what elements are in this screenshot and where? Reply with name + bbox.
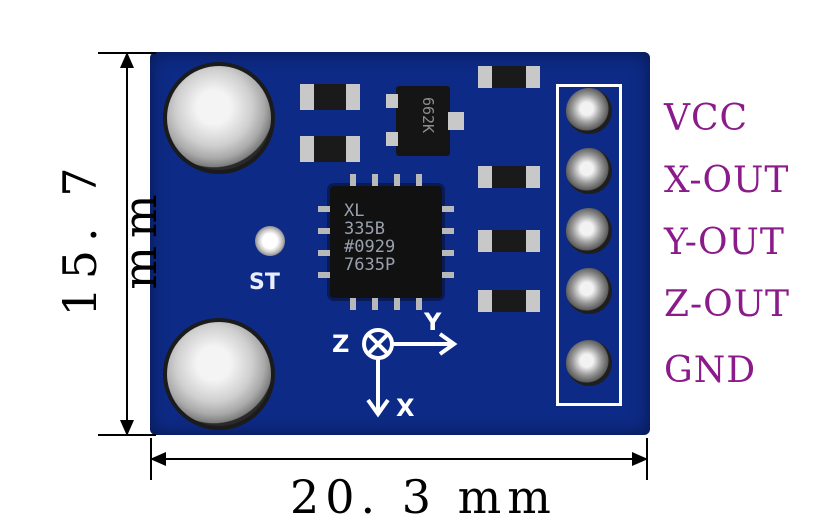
pin-hole-x-out xyxy=(566,148,612,194)
chip-marking-line-3: #0929 xyxy=(344,237,396,257)
x-axis-label: X xyxy=(396,394,415,422)
axis-diagram xyxy=(362,328,458,418)
arrow-up-icon xyxy=(120,52,134,68)
chip-marking-line-4: 7635P xyxy=(344,255,396,275)
arrow-left-icon xyxy=(150,452,166,466)
st-label: ST xyxy=(249,270,280,295)
width-dimension-line xyxy=(152,458,648,460)
mounting-hole-bottom xyxy=(163,318,275,430)
pin-label-y-out: Y-OUT xyxy=(664,222,785,263)
self-test-pad xyxy=(255,226,285,256)
pin-label-x-out: X-OUT xyxy=(664,160,790,201)
chip-marking-line-1: XL xyxy=(344,201,365,221)
pin-header-outline xyxy=(556,84,622,406)
pin-hole-gnd xyxy=(566,340,612,386)
height-dimension-label: 15. 7 mm xyxy=(53,159,167,317)
mounting-hole-top xyxy=(163,62,275,174)
z-axis-label: Z xyxy=(332,330,350,358)
pin-hole-y-out xyxy=(566,208,612,254)
width-dimension-label: 20. 3 mm xyxy=(290,470,557,524)
height-dimension-line xyxy=(126,52,128,436)
voltage-regulator: 662K xyxy=(386,86,464,156)
smd-component xyxy=(478,230,540,252)
y-axis-label: Y xyxy=(424,308,442,336)
pin-label-vcc: VCC xyxy=(664,98,749,139)
regulator-marking: 662K xyxy=(419,96,438,134)
smd-component xyxy=(478,166,540,188)
smd-component xyxy=(300,84,360,110)
accelerometer-chip: XL 335B #0929 7635P xyxy=(330,186,442,298)
arrow-right-icon xyxy=(632,452,648,466)
arrow-down-icon xyxy=(120,420,134,436)
smd-component xyxy=(478,66,540,88)
smd-component xyxy=(478,290,540,312)
pin-label-z-out: Z-OUT xyxy=(664,284,791,325)
pin-hole-z-out xyxy=(566,268,612,314)
smd-component xyxy=(300,136,360,162)
pin-hole-vcc xyxy=(566,88,612,134)
pin-label-gnd: GND xyxy=(664,350,757,391)
chip-marking-line-2: 335B xyxy=(344,219,385,239)
